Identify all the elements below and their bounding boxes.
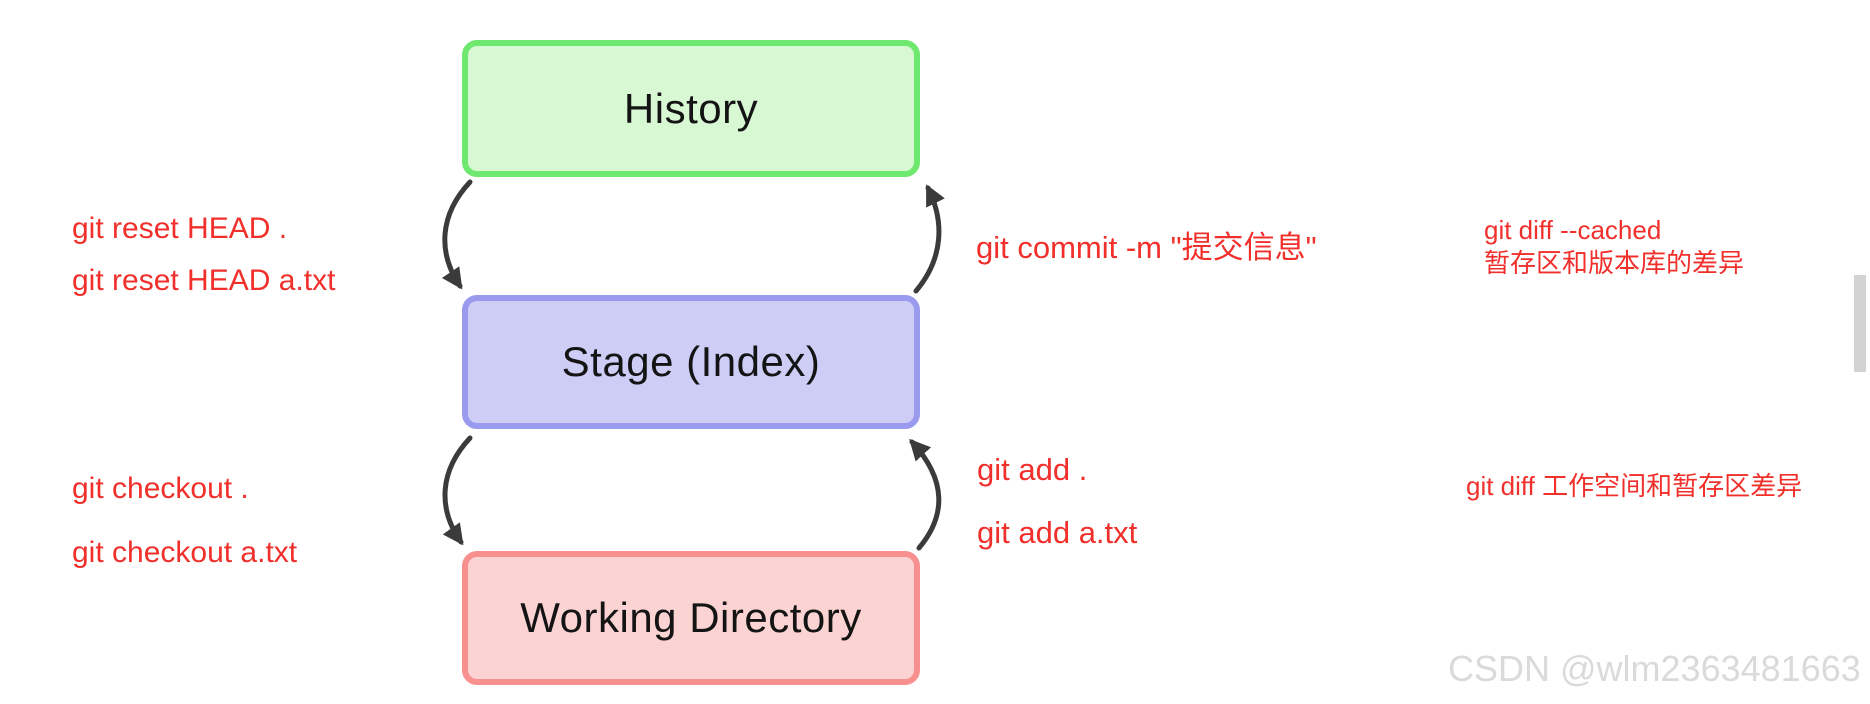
label-git-reset-head: git reset HEAD . [72,212,288,245]
watermark: CSDN @wlm2363481663 [1448,648,1861,689]
label-git-add-file: git add a.txt [977,515,1138,550]
label-git-diff-cached: git diff --cached [1484,215,1662,245]
arrow-checkout-stage-to-working [442,435,473,546]
label-git-diff-cached-block: git diff --cached 暂存区和版本库的差异 [1484,214,1744,280]
label-git-diff-cached-desc: 暂存区和版本库的差异 [1484,248,1745,278]
box-stage: Stage (Index) [462,295,920,429]
label-git-checkout-file: git checkout a.txt [72,536,298,569]
box-stage-label: Stage (Index) [561,338,821,385]
label-git-commit: git commit -m "提交信息" [976,230,1317,265]
label-git-add: git add . [977,452,1088,487]
arrow-add-working-to-stage [909,438,942,551]
box-working-directory: Working Directory [462,551,920,685]
box-working-directory-label: Working Directory [520,594,862,641]
box-history: History [462,40,920,177]
label-git-reset-head-file: git reset HEAD a.txt [72,264,336,297]
arrow-reset-history-to-stage [441,179,473,290]
box-history-label: History [623,84,759,132]
arrow-commit-stage-to-history [913,184,945,294]
scrollbar-thumb[interactable] [1854,275,1866,372]
label-git-diff-worktree: git diff 工作空间和暂存区差异 [1466,471,1803,501]
label-git-checkout: git checkout . [72,472,249,505]
